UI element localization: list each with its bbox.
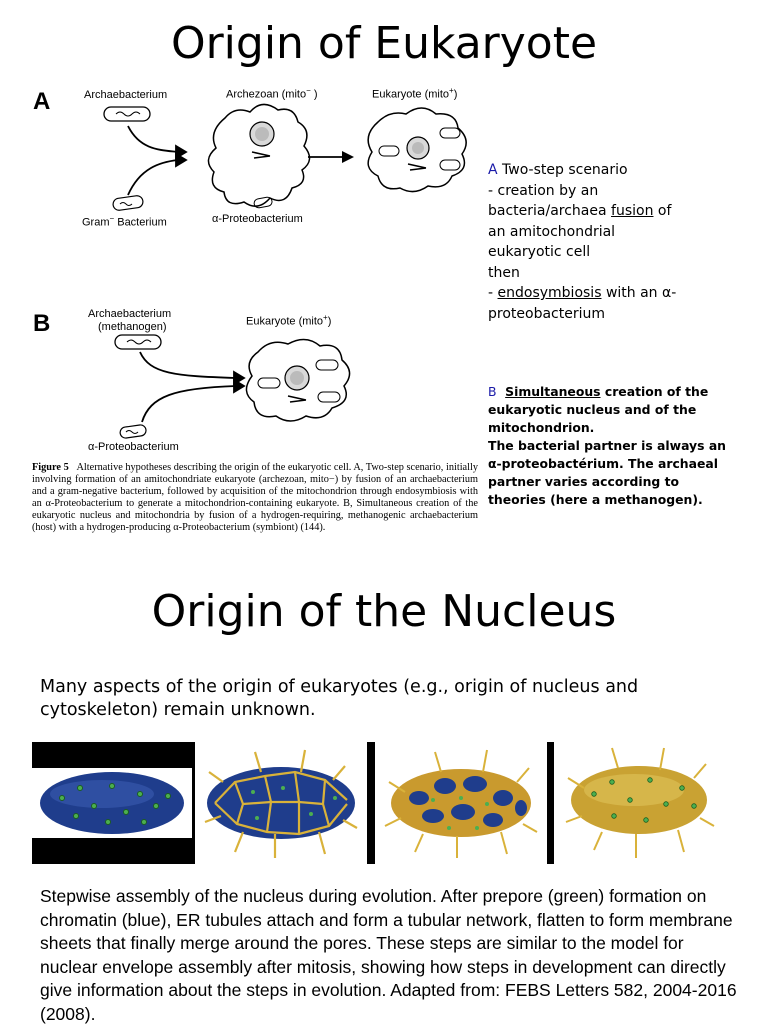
panel-b-letter: B — [33, 310, 51, 337]
figure-panel-b: B Archaebacterium (methanogen) Eukaryote… — [0, 300, 480, 460]
eukaryote-cell-icon — [245, 338, 351, 422]
alpha-proteobacterium-icon — [119, 424, 147, 439]
fusion-arrows-icon — [127, 125, 188, 196]
panel-a-diagram — [103, 103, 467, 211]
alpha-proteobacterium-label: α-Proteobacterium — [88, 441, 179, 453]
gram-negative-bacterium-icon — [112, 195, 144, 211]
figure-panel-a: A Archaebacterium Archezoan (mito− ) Euk… — [0, 0, 480, 290]
side-note-a-heading: A Two-step scenario — [488, 162, 628, 178]
figure-description: Stepwise assembly of the nucleus during … — [40, 886, 737, 1024]
stage-2-tubular-network-image — [195, 742, 367, 864]
alpha-proteobacterium-label: α-Proteobacterium — [212, 213, 303, 225]
fusion-arrows-icon — [139, 351, 246, 423]
panel-b-diagram — [114, 334, 351, 439]
archaebacterium-label: Archaebacterium — [88, 308, 172, 320]
panel-a-letter: A — [33, 88, 51, 115]
figure-label: Figure 5 — [32, 462, 69, 473]
figure-caption: Figure 5 Alternative hypotheses describi… — [32, 462, 478, 535]
stage-4-nuclear-envelope-image — [554, 742, 724, 864]
side-note-b: B Simultaneous creation of the eukaryoti… — [488, 384, 727, 507]
nucleus-assembly-strip — [32, 742, 724, 864]
side-note-a: A Two-step scenario - creation by an bac… — [488, 160, 728, 324]
archezoan-label: Archezoan (mito− ) — [226, 86, 318, 101]
methanogen-label: (methanogen) — [98, 321, 167, 333]
eukaryote-label: Eukaryote (mito+) — [372, 86, 458, 101]
archaebacterium-cell-icon — [103, 106, 151, 122]
stage-3-membrane-sheets-image — [375, 742, 547, 864]
archaebacterium-cell-icon — [114, 334, 162, 350]
intro-text: Many aspects of the origin of eukaryotes… — [40, 677, 639, 720]
section-title: Origin of the Nucleus — [151, 586, 617, 637]
arrow-right-icon — [308, 151, 354, 163]
slide-title: Origin of Eukaryote — [170, 18, 598, 69]
gram-negative-label: Gram− Bacterium — [82, 214, 167, 229]
eukaryote-label: Eukaryote (mito+) — [246, 313, 332, 328]
eukaryote-cell-icon — [367, 107, 467, 193]
archaebacterium-label: Archaebacterium — [84, 89, 168, 101]
figure-caption-text: Alternative hypotheses describing the or… — [32, 462, 478, 534]
archezoan-cell-icon — [207, 103, 311, 209]
stage-1-chromatin-image — [32, 768, 192, 838]
